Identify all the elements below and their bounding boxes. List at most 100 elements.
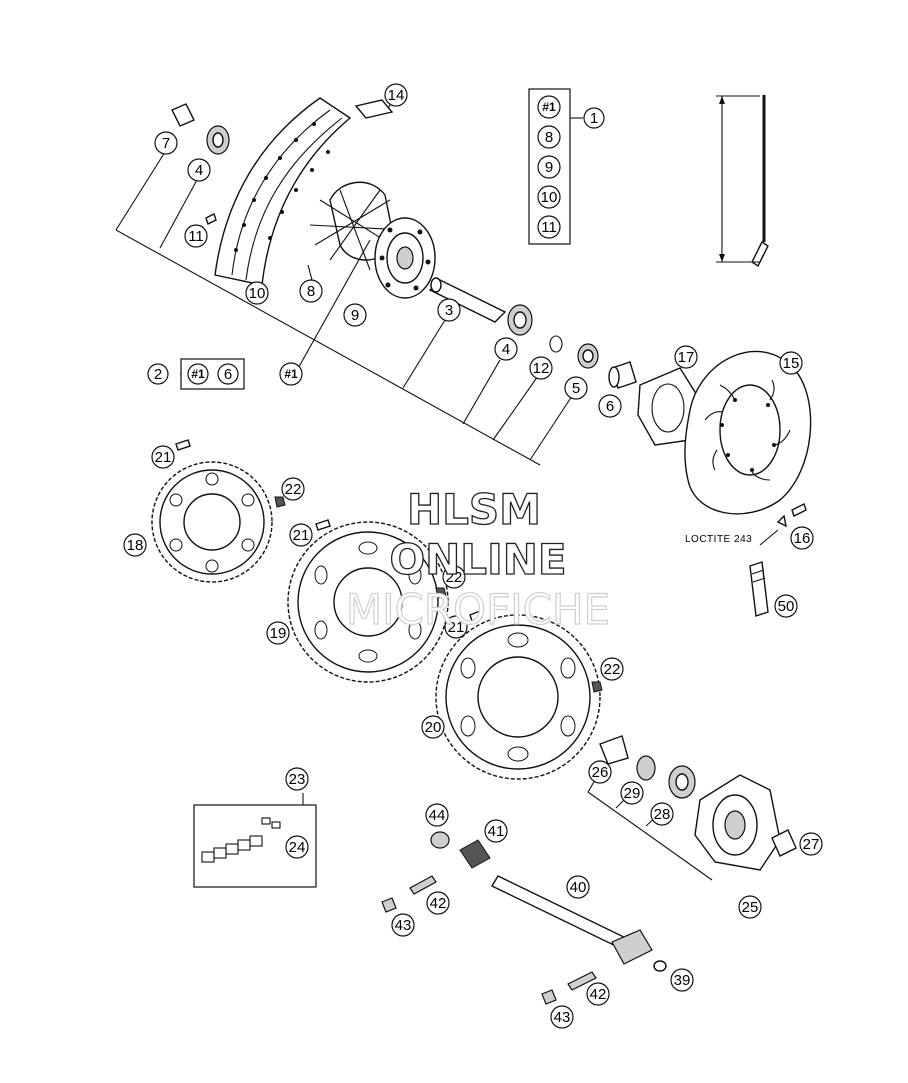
kit-item-circle — [537, 155, 561, 179]
callout-circle — [550, 1005, 574, 1029]
callout-c21b: 21 — [289, 523, 313, 547]
callout-c25: 25 — [738, 895, 762, 919]
callout-c4a: 4 — [187, 158, 211, 182]
callout-c50: 50 — [774, 594, 798, 618]
callout-c27: 27 — [799, 832, 823, 856]
rear-axle — [491, 875, 653, 965]
callout-label: 7 — [162, 135, 170, 152]
callout-label: 5 — [572, 380, 580, 397]
spoke — [716, 95, 769, 268]
loctite-drop — [776, 514, 787, 528]
callout-c12: 12 — [529, 356, 553, 380]
kit-item-label: 8 — [545, 129, 553, 146]
callout-c16: 16 — [790, 526, 814, 550]
kit-item-label: #1 — [542, 100, 556, 114]
callout-circle — [779, 351, 803, 375]
callout-c8: 8 — [299, 279, 323, 303]
callout-label: 4 — [502, 341, 510, 358]
callout-circle — [184, 224, 208, 248]
sprocket-bolt — [175, 439, 191, 451]
callout-label: 14 — [388, 87, 405, 104]
kit-item-circle — [537, 215, 561, 239]
callout-label: 18 — [127, 537, 144, 554]
watermark-line3: MICROFICHE — [346, 585, 610, 634]
carrier-seal — [636, 755, 656, 781]
callout-label: 42 — [590, 986, 607, 1003]
callout-c43a: 43 — [391, 913, 415, 937]
callout-label: 25 — [742, 899, 759, 916]
callout-c41: 41 — [484, 819, 508, 843]
callout-circle — [598, 394, 622, 418]
callout-circle — [384, 83, 408, 107]
callout-label: 29 — [624, 785, 641, 802]
watermark-line2: ONLINE — [389, 535, 566, 584]
sprocket-nut — [274, 496, 286, 508]
callout-circle — [600, 657, 624, 681]
carrier-spacer — [599, 735, 629, 765]
callout-circle — [790, 526, 814, 550]
kit-item-label: 11 — [541, 219, 557, 236]
callout-circle — [564, 376, 588, 400]
sprocket-carrier — [694, 774, 781, 871]
callout-c42b: 42 — [586, 982, 610, 1006]
callout-c11: 11 — [184, 224, 208, 248]
callout-label: 21 — [155, 449, 172, 466]
chain-sub-callout: 24 — [289, 839, 306, 856]
callout-circle — [444, 615, 468, 639]
kit-callout: 1 — [590, 110, 598, 127]
tire-valve — [749, 561, 769, 617]
spoke-nipple — [205, 213, 217, 225]
callout-c3: 3 — [437, 298, 461, 322]
callout-label: 27 — [803, 836, 820, 853]
callout-circle — [529, 356, 553, 380]
callout-label: 26 — [592, 764, 609, 781]
callout-label: 20 — [425, 719, 442, 736]
callout-circle — [588, 760, 612, 784]
callout-label: 21 — [293, 527, 310, 544]
sprocket-20 — [435, 614, 601, 780]
callout-circle — [187, 158, 211, 182]
callout-c29: 29 — [620, 781, 644, 805]
callout-label: 15 — [783, 355, 800, 372]
callout-label: 41 — [488, 823, 505, 840]
callout-c20: 20 — [421, 715, 445, 739]
callout-circle — [299, 279, 323, 303]
callout-circle — [266, 621, 290, 645]
kit2-item-1: 6 — [224, 366, 232, 383]
callout-c14: 14 — [384, 83, 408, 107]
loctite-note: LOCTITE 243 — [685, 534, 752, 545]
callout-c39: 39 — [670, 968, 694, 992]
callout-circle — [650, 802, 674, 826]
callout-c26: 26 — [588, 760, 612, 784]
callout-circle — [442, 565, 466, 589]
kit-item-label: 9 — [545, 159, 553, 176]
adjuster-screw-2 — [567, 971, 597, 991]
callout-label: #1 — [284, 367, 298, 381]
adjuster-nut-2 — [541, 989, 557, 1005]
kit-item-circle — [537, 95, 561, 119]
callout-label: 43 — [395, 917, 412, 934]
callout-circle — [494, 337, 518, 361]
callout-c4b: 4 — [494, 337, 518, 361]
callout-label: 42 — [430, 895, 447, 912]
callout-label: 22 — [285, 481, 302, 498]
callout-c21c: 21 — [444, 615, 468, 639]
spacer-sleeve — [171, 103, 195, 127]
callout-c19: 19 — [266, 621, 290, 645]
rim-tape — [354, 99, 394, 119]
callout-circle — [674, 345, 698, 369]
callout-circle — [799, 832, 823, 856]
chain-adjuster-cap — [430, 831, 450, 849]
callout-c9: 9 — [343, 303, 367, 327]
callout-circle — [426, 891, 450, 915]
kit-box-2: 2 #1 6 — [147, 358, 245, 390]
callout-c6: 6 — [598, 394, 622, 418]
callout-c18: 18 — [123, 533, 147, 557]
callout-label: 44 — [429, 807, 446, 824]
callout-circle — [586, 982, 610, 1006]
callout-circle — [391, 913, 415, 937]
callout-label: 3 — [445, 302, 453, 319]
callout-label: 17 — [678, 349, 695, 366]
